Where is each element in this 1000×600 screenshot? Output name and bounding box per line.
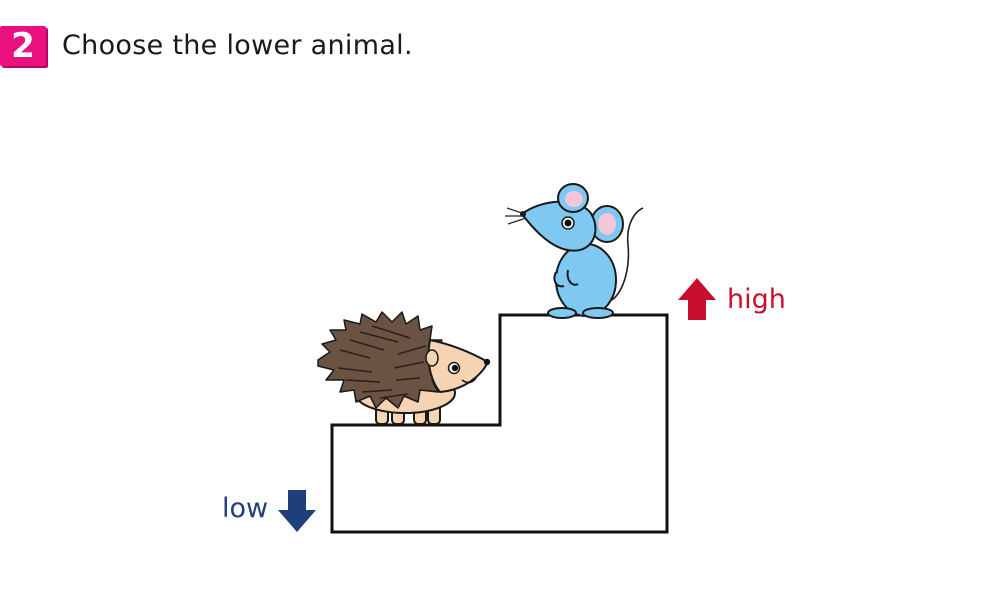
stairs-outline bbox=[330, 313, 669, 534]
question-prompt: Choose the lower animal. bbox=[62, 30, 413, 61]
label-low: low bbox=[222, 493, 269, 524]
mouse-choice[interactable] bbox=[505, 183, 644, 319]
hedgehog-choice[interactable] bbox=[317, 311, 491, 425]
arrow-down-icon bbox=[278, 490, 316, 532]
arrow-up-icon bbox=[678, 278, 716, 320]
question-number-badge: 2 bbox=[0, 26, 46, 66]
label-high: high bbox=[727, 284, 786, 315]
